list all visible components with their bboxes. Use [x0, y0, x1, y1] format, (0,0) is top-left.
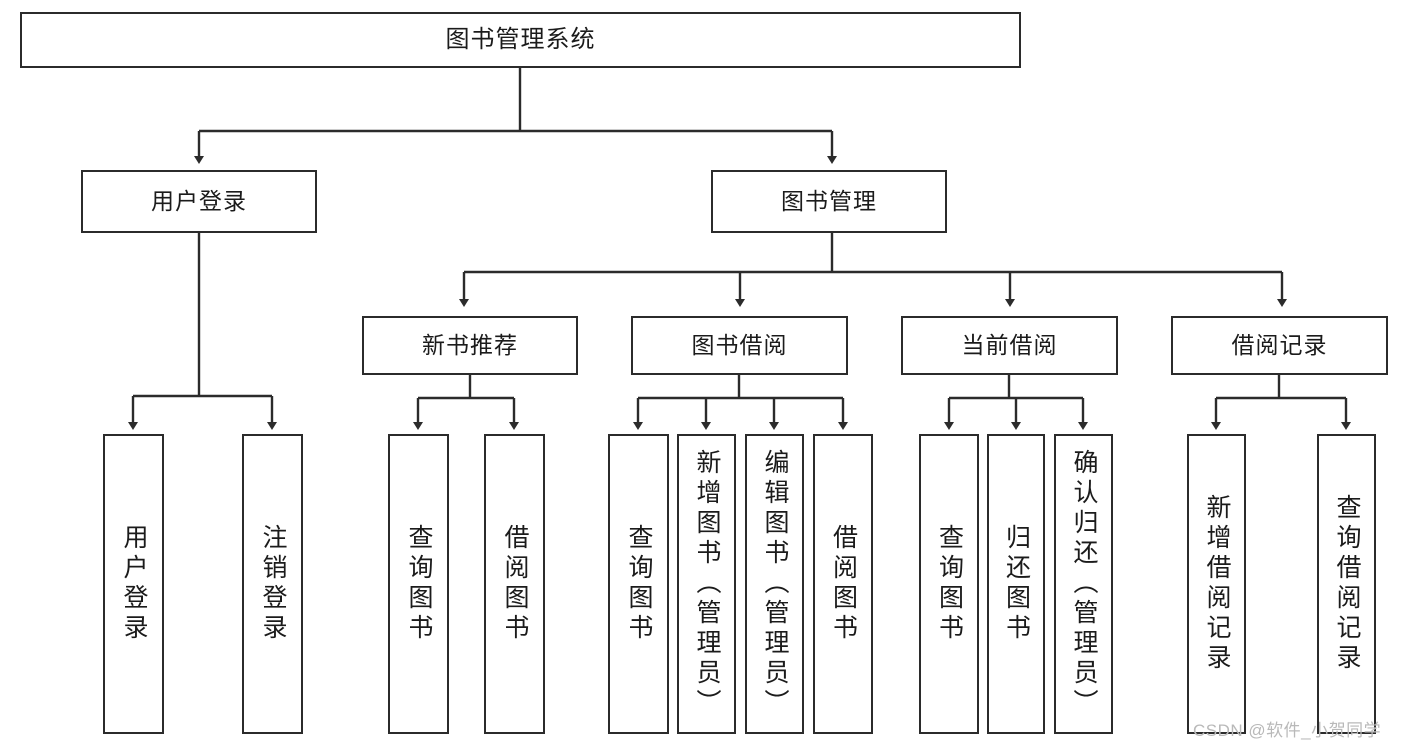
node-current-borrow[interactable]: 当前借阅 — [901, 316, 1118, 375]
node-label: 查询图书 — [625, 524, 653, 644]
leaf-borrow-book[interactable]: 借阅图书 — [813, 434, 873, 734]
leaf-return-book[interactable]: 归还图书 — [987, 434, 1045, 734]
node-label: 借阅图书 — [829, 524, 858, 644]
node-label: 归还图书 — [1002, 524, 1031, 644]
node-label: 借阅记录 — [1231, 332, 1328, 359]
node-label: 图书管理 — [781, 188, 877, 215]
node-label: 图书管理系统 — [445, 26, 596, 54]
leaf-confirm-return-admin[interactable]: 确认归还（管理员） — [1054, 434, 1113, 734]
node-label: 查询图书 — [405, 524, 433, 644]
leaf-edit-book-admin[interactable]: 编辑图书（管理员） — [745, 434, 804, 734]
node-label: 新增借阅记录 — [1203, 494, 1231, 674]
leaf-query-borrow-record[interactable]: 查询借阅记录 — [1317, 434, 1376, 734]
node-label: 用户登录 — [151, 188, 247, 215]
node-book-borrow[interactable]: 图书借阅 — [631, 316, 848, 375]
node-label: 查询借阅记录 — [1333, 494, 1361, 674]
node-label: 当前借阅 — [961, 332, 1058, 359]
leaf-query-book-current[interactable]: 查询图书 — [919, 434, 979, 734]
node-label: 新书推荐 — [422, 332, 518, 359]
node-label: 确认归还（管理员） — [1070, 449, 1098, 719]
node-label: 图书借阅 — [691, 332, 788, 359]
node-user-login[interactable]: 用户登录 — [81, 170, 317, 233]
node-root[interactable]: 图书管理系统 — [20, 12, 1021, 68]
node-label: 借阅图书 — [501, 524, 529, 644]
leaf-logout[interactable]: 注销登录 — [242, 434, 303, 734]
leaf-user-login[interactable]: 用户登录 — [103, 434, 164, 734]
node-label: 新增图书（管理员） — [693, 449, 721, 719]
node-new-book-recommend[interactable]: 新书推荐 — [362, 316, 578, 375]
node-label: 用户登录 — [120, 524, 148, 644]
leaf-query-book-new[interactable]: 查询图书 — [388, 434, 449, 734]
leaf-add-book-admin[interactable]: 新增图书（管理员） — [677, 434, 736, 734]
leaf-add-borrow-record[interactable]: 新增借阅记录 — [1187, 434, 1246, 734]
leaf-query-book-borrow[interactable]: 查询图书 — [608, 434, 669, 734]
node-borrow-records[interactable]: 借阅记录 — [1171, 316, 1388, 375]
node-label: 编辑图书（管理员） — [761, 449, 789, 719]
node-label: 查询图书 — [935, 524, 964, 644]
node-label: 注销登录 — [259, 524, 287, 644]
leaf-borrow-book-new[interactable]: 借阅图书 — [484, 434, 545, 734]
node-book-management[interactable]: 图书管理 — [711, 170, 947, 233]
